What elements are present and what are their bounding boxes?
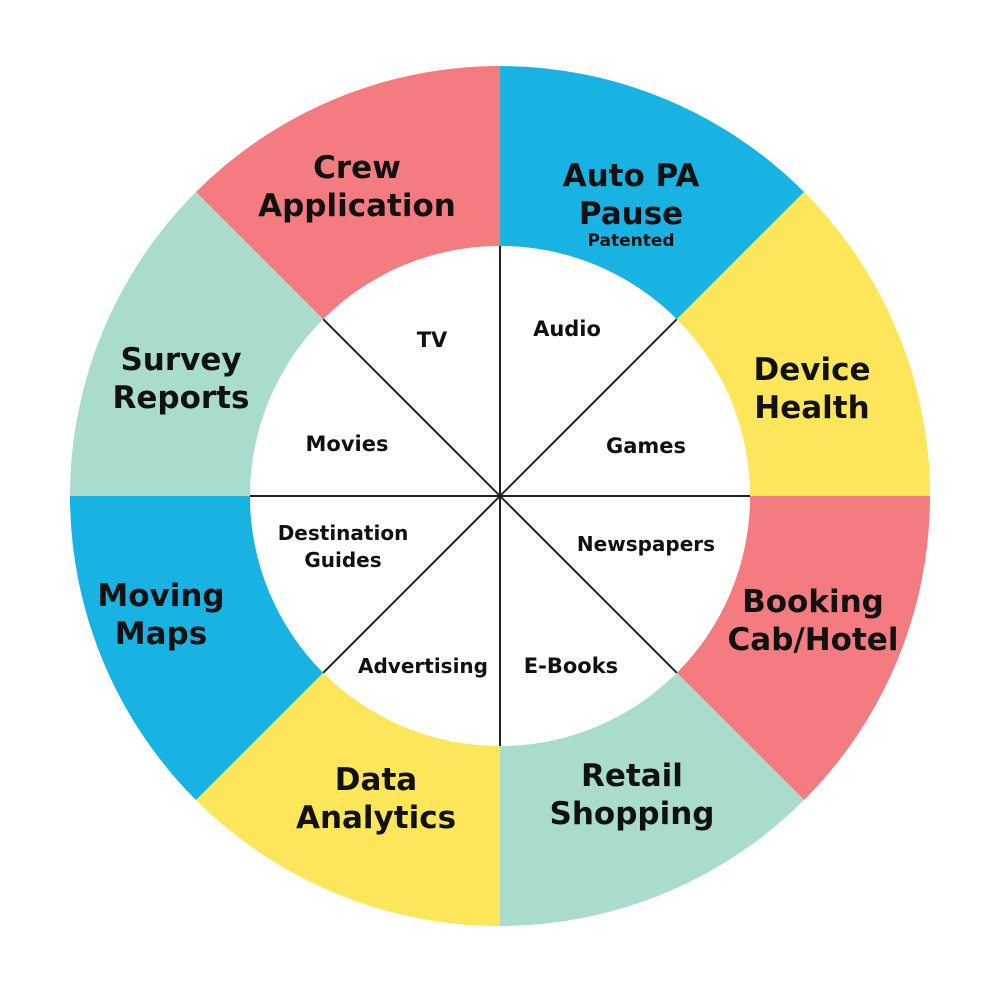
movies-label: Movies: [306, 432, 389, 456]
outer-segment-retail-shopping: [500, 672, 805, 926]
inner-ring: [250, 246, 750, 746]
booking-cab-hotel-label-line: Cab/Hotel: [728, 622, 899, 658]
outer-segment-survey-reports: [70, 191, 324, 496]
moving-maps-label-line: Maps: [115, 616, 207, 652]
inner-divider-line: [322, 318, 678, 674]
survey-reports-label-line: Reports: [113, 380, 250, 416]
retail-shopping-label-line: Retail: [581, 758, 683, 794]
audio-label-line: Audio: [533, 317, 601, 341]
auto-pa-pause-label-line: Pause: [579, 196, 683, 232]
newspapers-label-line: Newspapers: [577, 532, 715, 556]
outer-segment-auto-pa-pause: [500, 66, 805, 320]
movies-label-line: Movies: [306, 432, 389, 456]
auto-pa-pause-sublabel: Patented: [587, 231, 674, 251]
survey-reports-label-line: Survey: [120, 342, 241, 378]
games-label: Games: [606, 434, 686, 458]
outer-segment-crew-application: [195, 66, 500, 320]
device-health-label-line: Device: [754, 352, 871, 388]
device-health-label-line: Health: [754, 390, 869, 426]
auto-pa-pause-label-line: Auto PA: [563, 158, 700, 194]
crew-application-label-line: Crew: [313, 150, 401, 186]
outer-segment-data-analytics: [195, 672, 500, 926]
retail-shopping-label-line: Shopping: [550, 796, 715, 832]
outer-segment-booking-cab-hotel: [676, 496, 930, 801]
advertising-label-line: Advertising: [358, 654, 488, 678]
e-books-label: E-Books: [524, 654, 618, 678]
data-analytics-label-line: Data: [335, 762, 417, 798]
destination-guides-label-line: Guides: [304, 548, 381, 572]
audio-label: Audio: [533, 317, 601, 341]
games-label-line: Games: [606, 434, 686, 458]
destination-guides-label-line: Destination: [278, 521, 409, 545]
tv-label: TV: [417, 328, 448, 352]
moving-maps-label-line: Moving: [97, 578, 224, 614]
crew-application-label-line: Application: [258, 188, 456, 224]
data-analytics-label-line: Analytics: [296, 800, 456, 836]
outer-segment-device-health: [676, 191, 930, 496]
outer-ring: [70, 66, 930, 926]
outer-segment-moving-maps: [70, 496, 324, 801]
e-books-label-line: E-Books: [524, 654, 618, 678]
tv-label-line: TV: [417, 328, 448, 352]
advertising-label: Advertising: [358, 654, 488, 678]
booking-cab-hotel-label-line: Booking: [742, 584, 884, 620]
newspapers-label: Newspapers: [577, 532, 715, 556]
